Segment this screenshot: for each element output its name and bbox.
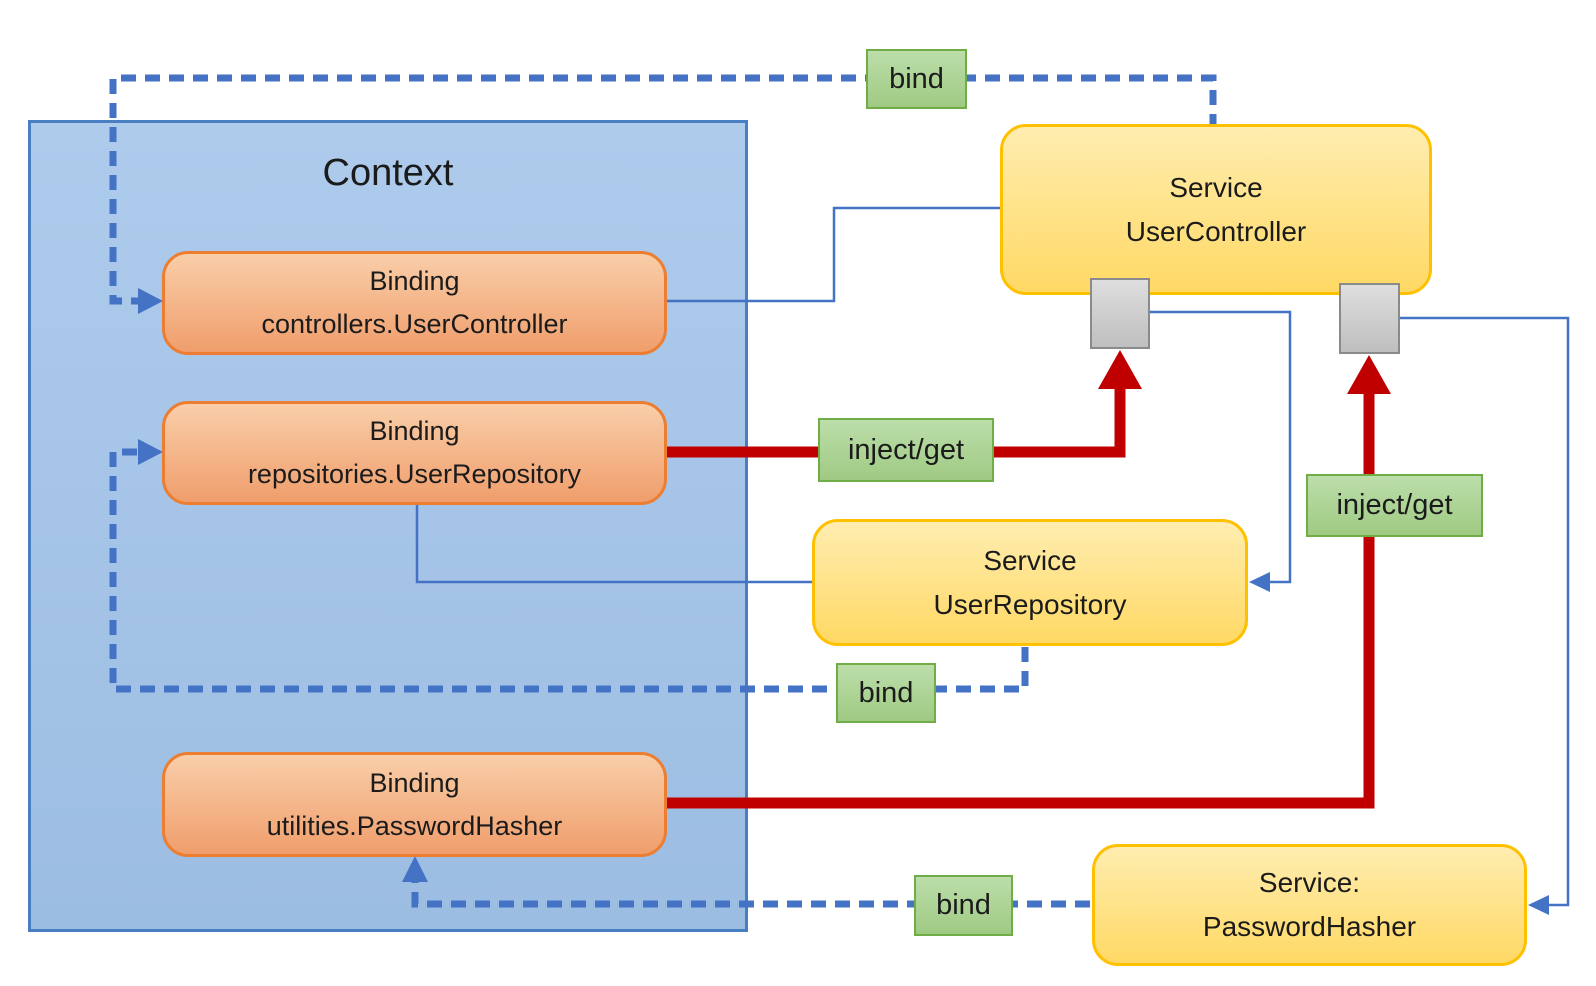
binding-userrepository-box: Binding repositories.UserRepository [162, 401, 667, 505]
context-title: Context [322, 152, 454, 194]
service-passwordhasher-box: Service: PasswordHasher [1092, 844, 1527, 966]
bind-label-text: bind [889, 62, 944, 95]
service-title: Service: [1258, 867, 1361, 898]
red-inject-arrow-userrepository-to-slot1 [665, 350, 1142, 458]
injection-slot-passwordhasher [1339, 283, 1400, 354]
service-usercontroller-box: Service UserController [1000, 124, 1432, 295]
binding-usercontroller-box: Binding controllers.UserController [162, 251, 667, 355]
bind-label-passwordhasher: bind [914, 875, 1013, 936]
service-name: UserRepository [933, 588, 1127, 620]
binding-key: utilities.PasswordHasher [266, 810, 563, 841]
inject-get-label-userrepository: inject/get [818, 418, 994, 482]
service-title: Service [1169, 171, 1263, 203]
inject-get-label-text: inject/get [1336, 489, 1453, 521]
binding-title: Binding [369, 767, 460, 798]
dashed-bind-line-usercontroller [109, 74, 1217, 314]
service-name: PasswordHasher [1202, 911, 1417, 942]
binding-passwordhasher-box: Binding utilities.PasswordHasher [162, 752, 667, 857]
bind-label-text: bind [936, 889, 991, 921]
bind-label-userrepository: bind [836, 663, 936, 723]
line-binding1-to-service-usercontroller [665, 206, 1002, 303]
inject-get-label-passwordhasher: inject/get [1306, 474, 1483, 537]
bind-label-usercontroller: bind [866, 49, 967, 109]
service-userrepository-box: Service UserRepository [812, 519, 1248, 646]
binding-title: Binding [369, 266, 460, 296]
service-title: Service [983, 544, 1077, 576]
bind-label-text: bind [858, 676, 914, 709]
inject-get-label-text: inject/get [847, 433, 965, 466]
line-binding2-to-service-userrepository [415, 504, 814, 584]
injection-slot-userrepository [1090, 278, 1150, 349]
service-name: UserController [1125, 215, 1307, 247]
binding-key: repositories.UserRepository [247, 459, 582, 489]
binding-title: Binding [369, 416, 460, 446]
dashed-bind-line-passwordhasher [402, 856, 1090, 908]
line-slot1-to-service-userrepository-arrow [1149, 310, 1292, 592]
line-slot2-to-service-passwordhasher-arrow [1399, 316, 1570, 915]
dashed-bind-line-userrepository [109, 439, 1029, 693]
binding-key: controllers.UserController [261, 309, 568, 339]
